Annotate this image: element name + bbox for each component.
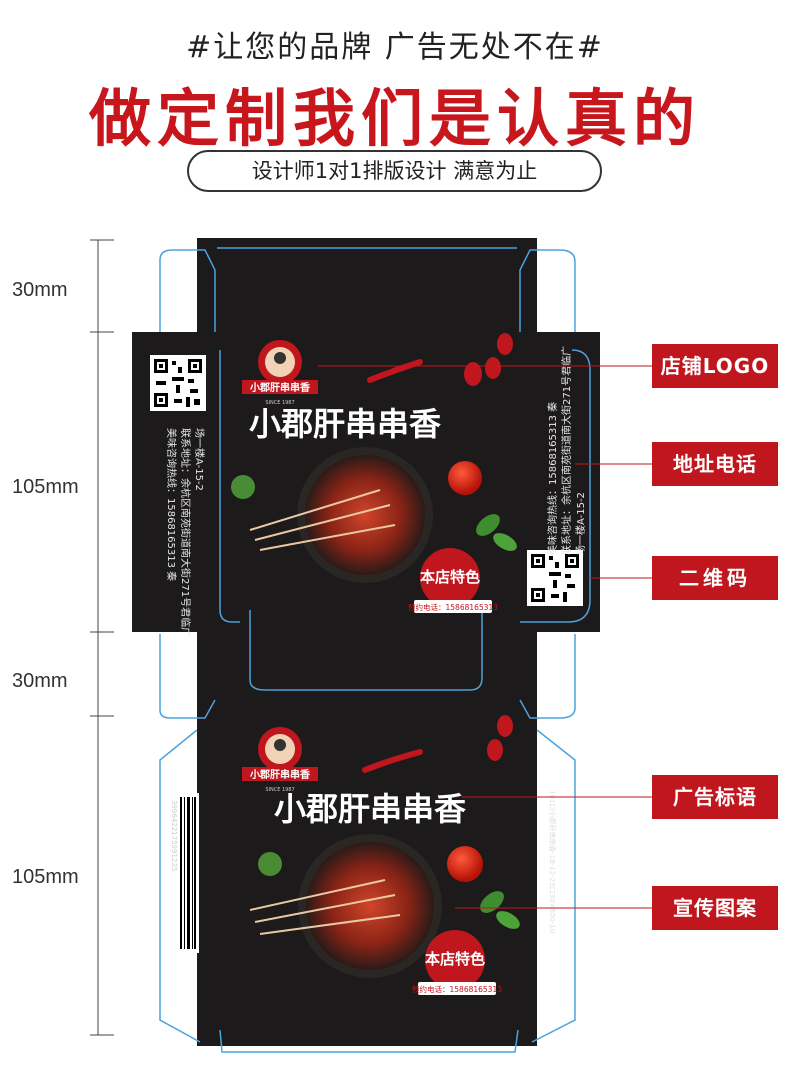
phone-tag-bg-bottom <box>418 982 496 995</box>
qr-code-left <box>150 355 206 411</box>
dieline-flaps <box>159 247 591 1053</box>
stamp-text-bottom: 本店特色 <box>425 950 485 968</box>
barcode <box>177 793 199 953</box>
brand-badge-text-bottom: 小郡肝串串香 <box>249 768 310 781</box>
brand-logo-top: 小郡肝串串香 SINCE 1987 <box>242 340 318 406</box>
dim-label-105mm-bottom: 105mm <box>12 866 79 888</box>
dim-label-105mm-top: 105mm <box>12 476 79 498</box>
header-headline: 做定制我们是认真的 <box>88 82 701 155</box>
brand-since: SINCE 1987 <box>265 400 294 406</box>
panel-top-flap <box>197 238 537 332</box>
stamp-text-top: 本店特色 <box>420 568 480 586</box>
skewers-top <box>249 489 396 551</box>
broccoli-bottom <box>258 852 282 876</box>
dimension-scale <box>90 239 114 1036</box>
broccoli-top <box>231 475 255 499</box>
tomato-bottom <box>447 846 483 882</box>
side-text-right-line2: 联系地址：余杭区南苑街道南大街271号君临广 <box>560 346 573 555</box>
side-text-right: 美味咨询热线：15868165313 秦 联系地址：余杭区南苑街道南大街271号… <box>546 346 587 555</box>
bowl-food-top <box>305 455 425 575</box>
side-text-right-line3: 场一楼A-15-2 <box>574 492 587 555</box>
brand-since-bottom: SINCE 1987 <box>265 787 294 793</box>
stamp-bottom <box>425 930 485 990</box>
tomato-top <box>448 461 482 495</box>
side-text-left: 美味咨询热线：15868165313 秦 联系地址：余杭区南苑街道南大街271号… <box>165 428 206 637</box>
skewers-bottom <box>249 879 401 935</box>
brand-logo-bottom: 小郡肝串串香 SINCE 1987 <box>242 727 318 793</box>
label-pattern: 宣传图案 <box>652 886 778 930</box>
brand-badge-text: 小郡肝串串香 <box>249 381 310 394</box>
barcode-number: 3996422175991235 <box>170 800 178 871</box>
label-slogan: 广告标语 <box>652 775 778 819</box>
chili-bottom <box>362 749 423 773</box>
stamp-top <box>420 548 480 608</box>
phone-tag-bottom: 预约电话：15868165313 <box>412 984 502 994</box>
bowl-food-bottom <box>306 842 434 970</box>
panel-middle-flap <box>197 632 537 716</box>
side-code: 101口小郡肝串串香-18-12-25口30×500-10 <box>548 790 557 933</box>
side-text-right-line1: 美味咨询热线：15868165313 秦 <box>546 402 559 555</box>
chili-top <box>367 359 423 383</box>
lanterns-top <box>464 333 513 386</box>
header-pill: 设计师1对1排版设计 满意为止 <box>187 150 602 192</box>
label-logo: 店铺LOGO <box>652 344 778 388</box>
basil-top <box>476 514 500 536</box>
side-text-left-line1: 美味咨询热线：15868165313 秦 <box>165 428 178 581</box>
dim-label-30mm-bottom: 30mm <box>12 670 68 692</box>
side-text-left-line2: 联系地址：余杭区南苑街道南大街271号君临广 <box>179 428 192 637</box>
label-address-phone: 地址电话 <box>652 442 778 486</box>
qr-code-right <box>527 550 583 606</box>
lanterns-bottom <box>487 715 513 761</box>
box-dieline-art: 美味咨询热线：15868165313 秦 联系地址：余杭区南苑街道南大街271号… <box>132 238 600 1053</box>
phone-tag-bg-top <box>414 600 492 613</box>
box-title-bottom: 小郡肝串串香 <box>274 790 466 828</box>
basil-bottom <box>480 891 504 913</box>
header-tagline: #让您的品牌 广告无处不在# <box>186 30 604 65</box>
box-title-top: 小郡肝串串香 <box>249 405 441 443</box>
dim-label-30mm-top: 30mm <box>12 279 68 301</box>
phone-tag-top: 预约电话：15868165313 <box>408 602 498 612</box>
label-qr-code: 二维码 <box>652 556 778 600</box>
side-text-left-line3: 场一楼A-15-2 <box>193 428 206 491</box>
